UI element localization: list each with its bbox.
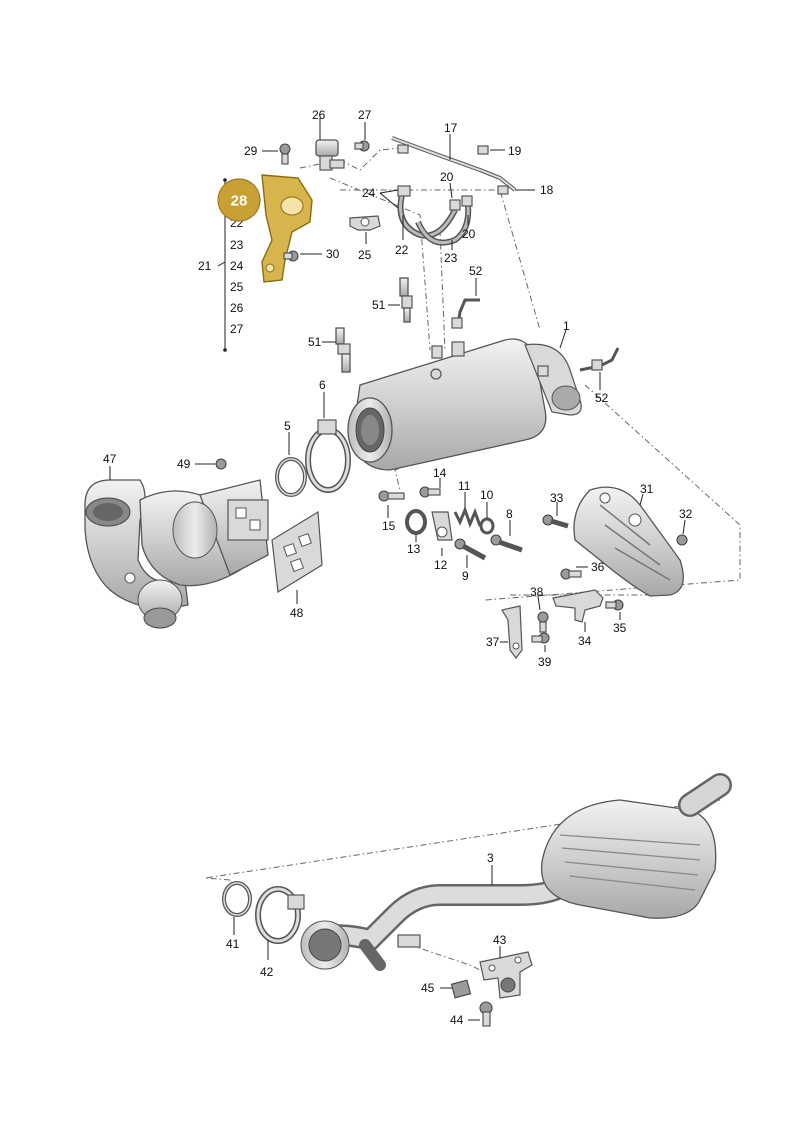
label-8: 8 <box>506 507 513 521</box>
bolt-38: 38 <box>530 585 549 633</box>
label-19: 19 <box>508 144 522 158</box>
label-51b: 51 <box>308 335 322 349</box>
bolt-36: 36 <box>560 560 605 580</box>
bracket-34: 34 <box>552 589 604 648</box>
label-39: 39 <box>538 655 552 669</box>
bolt-35: 35 <box>605 599 627 635</box>
highlight-badge[interactable]: 28 <box>217 178 261 222</box>
label-24: 24 <box>362 186 376 200</box>
label-48: 48 <box>290 606 304 620</box>
label-35: 35 <box>613 621 627 635</box>
label-52a: 52 <box>469 264 483 278</box>
bolt-15: 15 <box>378 490 405 533</box>
sensor-52-lower: 52 <box>537 347 620 405</box>
ring-41: 41 <box>222 881 252 951</box>
label-33: 33 <box>550 491 564 505</box>
highlighted-bracket-part[interactable] <box>261 174 313 283</box>
label-1: 1 <box>563 319 570 333</box>
label-21-item-23: 23 <box>230 238 244 252</box>
label-47: 47 <box>103 452 117 466</box>
nut-49: 49 <box>177 457 227 471</box>
label-17: 17 <box>444 121 458 135</box>
label-29: 29 <box>244 144 258 158</box>
label-41: 41 <box>226 937 240 951</box>
bolt-14: 14 <box>419 466 447 498</box>
label-31: 31 <box>640 482 654 496</box>
washer-10: 10 <box>479 488 495 535</box>
turbocharger: 47 <box>84 452 269 629</box>
label-42: 42 <box>260 965 274 979</box>
gasket-48: 48 <box>271 510 323 620</box>
bolt-8: 8 <box>490 507 523 553</box>
label-45: 45 <box>421 981 435 995</box>
label-6: 6 <box>319 378 326 392</box>
hanger-43: 43 <box>479 933 533 999</box>
label-13: 13 <box>407 542 421 556</box>
label-14: 14 <box>433 466 447 480</box>
bolt-29: 29 <box>244 143 291 165</box>
label-52b: 52 <box>595 391 609 405</box>
label-32: 32 <box>679 507 693 521</box>
nut-32: 32 <box>676 507 693 546</box>
label-9: 9 <box>462 569 469 583</box>
label-11: 11 <box>458 479 471 493</box>
label-3: 3 <box>487 851 494 865</box>
label-5: 5 <box>284 419 291 433</box>
hardware-group: 15 14 13 12 11 10 <box>378 466 523 583</box>
label-37: 37 <box>486 635 500 649</box>
label-26: 26 <box>312 108 326 122</box>
label-12: 12 <box>434 558 448 572</box>
label-21-item-27: 27 <box>230 322 244 336</box>
label-21-item-25: 25 <box>230 280 244 294</box>
label-23: 23 <box>444 251 458 265</box>
label-10: 10 <box>480 488 494 502</box>
label-21-item-26: 26 <box>230 301 244 315</box>
bracket-12: 12 <box>431 511 453 572</box>
bracket-37: 37 <box>486 605 523 659</box>
label-44: 44 <box>450 1013 464 1027</box>
heat-shield: 31 <box>573 482 684 597</box>
label-25: 25 <box>358 248 372 262</box>
label-22: 22 <box>395 243 409 257</box>
ring-5: 5 <box>275 419 307 497</box>
bolt-39: 39 <box>531 632 552 669</box>
washer-13: 13 <box>405 509 427 556</box>
particulate-filter: 1 <box>347 319 582 471</box>
pressure-pipe: 17 18 19 <box>391 121 554 197</box>
label-38: 38 <box>530 585 544 599</box>
exhaust-pipe-muffler: 3 <box>300 773 732 971</box>
pressure-sensor: 26 <box>312 108 345 171</box>
clamp-6: 6 <box>305 378 351 493</box>
bolt-33: 33 <box>542 491 569 529</box>
bolt-44: 44 <box>450 1001 493 1027</box>
label-49: 49 <box>177 457 191 471</box>
label-36: 36 <box>591 560 605 574</box>
label-21: 21 <box>198 259 212 273</box>
label-30: 30 <box>326 247 340 261</box>
label-43: 43 <box>493 933 507 947</box>
label-20a: 20 <box>440 170 454 184</box>
sensor-52-upper: 52 <box>451 264 483 329</box>
clamp-25: 25 <box>349 215 381 262</box>
bolt-27: 27 <box>354 108 372 152</box>
label-15: 15 <box>382 519 396 533</box>
nut-45: 45 <box>421 979 472 999</box>
bolt-30: 30 <box>283 247 340 262</box>
highlight-label: 28 <box>231 193 248 210</box>
clamp-42: 42 <box>255 886 305 979</box>
label-27: 27 <box>358 108 372 122</box>
label-51a: 51 <box>372 298 386 312</box>
hoses: 24 22 23 20 20 <box>362 170 476 265</box>
sensor-51-upper: 51 <box>372 277 413 323</box>
bolt-9: 9 <box>454 538 487 583</box>
label-18: 18 <box>540 183 554 197</box>
sensor-51-lower: 51 <box>308 327 351 373</box>
label-20b: 20 <box>462 227 476 241</box>
label-34: 34 <box>578 634 592 648</box>
spring-11: 11 <box>453 479 482 529</box>
label-21-item-24: 24 <box>230 259 244 273</box>
